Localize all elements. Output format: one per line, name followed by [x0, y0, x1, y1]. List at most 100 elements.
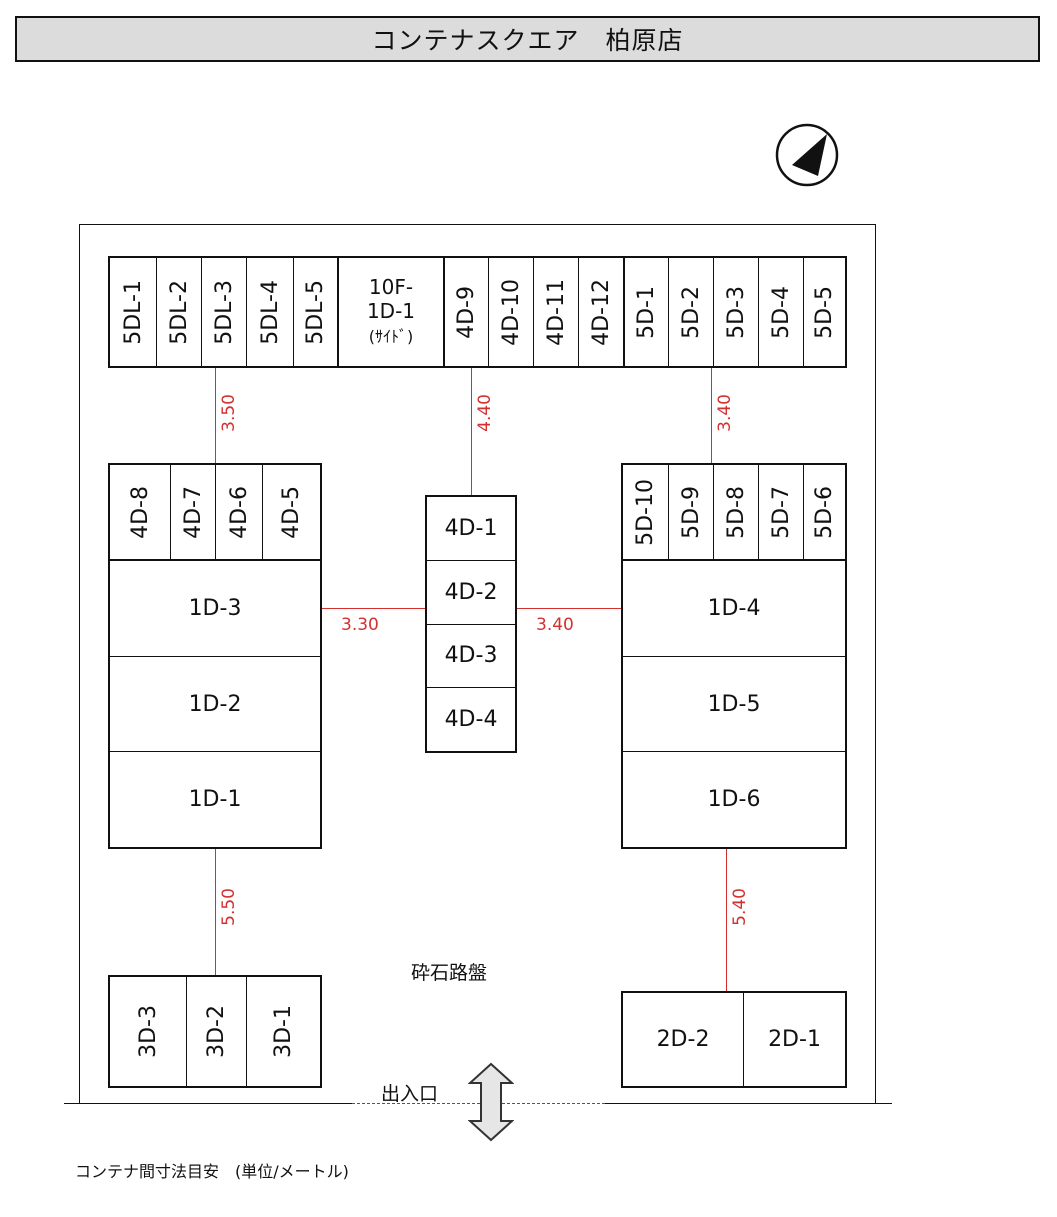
unit-label: 4D-4 — [444, 707, 498, 733]
unit-label: 5DL-2 — [166, 279, 192, 345]
unit-5d-1[interactable]: 5D-1 — [623, 258, 668, 366]
bottom-left-3d-block: 3D-3 3D-2 3D-1 — [108, 975, 322, 1088]
unit-label: 2D-1 — [768, 1027, 821, 1052]
unit-4d-6[interactable]: 4D-6 — [215, 465, 262, 559]
unit-2d-1[interactable]: 2D-1 — [743, 993, 845, 1086]
unit-label: 1D-2 — [188, 691, 242, 717]
dimension-top-right: 3.40 — [715, 394, 735, 432]
unit-1d-3[interactable]: 1D-3 — [110, 561, 320, 656]
unit-5dl-2[interactable]: 5DL-2 — [156, 258, 201, 366]
dimension-line-mid-left — [322, 608, 425, 609]
side-unit-line1: 10F- — [368, 275, 414, 299]
unit-4d-9[interactable]: 4D-9 — [443, 258, 488, 366]
center-4d-block: 4D-1 4D-2 4D-3 4D-4 — [425, 495, 517, 753]
lot-boundary — [79, 224, 876, 1104]
unit-4d-11[interactable]: 4D-11 — [533, 258, 578, 366]
ground-surface-label: 砕石路盤 — [411, 962, 488, 984]
right-top-units-block: 5D-10 5D-9 5D-8 5D-7 5D-6 — [621, 463, 847, 561]
unit-label: 4D-12 — [588, 278, 614, 346]
unit-5dl-1[interactable]: 5DL-1 — [110, 258, 156, 366]
unit-label: 4D-6 — [226, 485, 252, 539]
unit-10f-1d-1-side[interactable]: 10F- 1D-1 (ｻｲﾄﾞ) — [337, 258, 443, 366]
unit-1d-5[interactable]: 1D-5 — [623, 655, 845, 752]
unit-label: 1D-5 — [707, 691, 761, 717]
unit-4d-4[interactable]: 4D-4 — [427, 687, 515, 751]
left-top-units-block: 4D-8 4D-7 4D-6 4D-5 — [108, 463, 322, 561]
north-arrow-icon — [775, 123, 839, 187]
dimension-mid-left: 3.30 — [341, 615, 379, 635]
unit-4d-12[interactable]: 4D-12 — [578, 258, 623, 366]
unit-3d-2[interactable]: 3D-2 — [186, 977, 246, 1086]
side-unit-line3: (ｻｲﾄﾞ) — [368, 327, 414, 346]
unit-5d-9[interactable]: 5D-9 — [668, 465, 713, 559]
unit-label: 5DL-1 — [120, 279, 146, 345]
unit-label: 1D-3 — [188, 595, 242, 621]
unit-label: 5D-7 — [768, 485, 794, 539]
unit-label: 4D-5 — [279, 485, 304, 539]
top-row-block: 5DL-1 5DL-2 5DL-3 5DL-4 5DL-5 10F- 1D-1 … — [108, 256, 847, 368]
unit-3d-1[interactable]: 3D-1 — [246, 977, 320, 1086]
dimension-line-top-right — [711, 368, 712, 464]
unit-4d-7[interactable]: 4D-7 — [170, 465, 215, 559]
dimension-mid-right: 3.40 — [536, 615, 574, 635]
unit-5dl-5[interactable]: 5DL-5 — [293, 258, 337, 366]
unit-label: 3D-3 — [135, 1005, 161, 1058]
unit-5d-7[interactable]: 5D-7 — [758, 465, 803, 559]
unit-label: 4D-8 — [127, 485, 153, 539]
unit-4d-3[interactable]: 4D-3 — [427, 623, 515, 688]
left-1d-block: 1D-3 1D-2 1D-1 — [108, 559, 322, 849]
dimension-top-left: 3.50 — [219, 394, 239, 432]
entrance-gap — [352, 1102, 605, 1106]
page-title: コンテナスクエア 柏原店 — [15, 16, 1040, 62]
unit-label: 5D-3 — [723, 285, 749, 339]
double-arrow-icon — [467, 1062, 515, 1142]
bottom-right-2d-block: 2D-2 2D-1 — [621, 991, 847, 1088]
unit-1d-2[interactable]: 1D-2 — [110, 655, 320, 752]
unit-label: 4D-2 — [444, 579, 498, 605]
dimension-top-center: 4.40 — [475, 394, 495, 432]
title-text: コンテナスクエア 柏原店 — [371, 26, 684, 55]
unit-5d-8[interactable]: 5D-8 — [713, 465, 758, 559]
dimension-line-bottom-left — [215, 849, 216, 976]
unit-5d-6[interactable]: 5D-6 — [803, 465, 845, 559]
dimension-bottom-left: 5.50 — [219, 888, 239, 926]
unit-label: 4D-10 — [498, 278, 524, 346]
unit-label: 4D-1 — [444, 515, 498, 541]
unit-label: 5DL-4 — [257, 279, 283, 345]
side-unit-label: 10F- 1D-1 (ｻｲﾄﾞ) — [367, 275, 415, 349]
entrance-dashed-line — [352, 1103, 605, 1104]
dimension-unit-note: コンテナ間寸法目安 (単位/メートル) — [75, 1162, 349, 1181]
unit-1d-6[interactable]: 1D-6 — [623, 751, 845, 847]
unit-4d-2[interactable]: 4D-2 — [427, 559, 515, 624]
unit-1d-1[interactable]: 1D-1 — [110, 751, 320, 847]
unit-5dl-3[interactable]: 5DL-3 — [201, 258, 246, 366]
unit-4d-1[interactable]: 4D-1 — [427, 497, 515, 560]
unit-label: 5D-4 — [768, 285, 794, 339]
unit-5d-3[interactable]: 5D-3 — [713, 258, 758, 366]
unit-label: 3D-2 — [204, 1005, 229, 1058]
unit-2d-2[interactable]: 2D-2 — [623, 993, 743, 1086]
unit-5dl-4[interactable]: 5DL-4 — [246, 258, 293, 366]
unit-4d-10[interactable]: 4D-10 — [488, 258, 533, 366]
unit-label: 5DL-3 — [211, 279, 237, 345]
unit-label: 4D-11 — [543, 278, 569, 346]
unit-4d-8[interactable]: 4D-8 — [110, 465, 170, 559]
unit-label: 1D-4 — [707, 595, 761, 621]
unit-label: 5D-10 — [633, 478, 658, 546]
unit-label: 5D-2 — [678, 285, 704, 339]
unit-label: 5DL-5 — [303, 279, 328, 345]
unit-4d-5[interactable]: 4D-5 — [262, 465, 320, 559]
unit-5d-5[interactable]: 5D-5 — [803, 258, 845, 366]
entrance-label: 出入口 — [381, 1083, 439, 1105]
unit-5d-10[interactable]: 5D-10 — [623, 465, 668, 559]
unit-label: 1D-1 — [188, 787, 242, 813]
unit-label: 1D-6 — [707, 787, 761, 813]
unit-1d-4[interactable]: 1D-4 — [623, 561, 845, 656]
unit-3d-3[interactable]: 3D-3 — [110, 977, 186, 1086]
dimension-line-bottom-right — [726, 849, 727, 992]
unit-5d-4[interactable]: 5D-4 — [758, 258, 803, 366]
right-1d-block: 1D-4 1D-5 1D-6 — [621, 559, 847, 849]
unit-label: 4D-7 — [180, 485, 206, 539]
unit-5d-2[interactable]: 5D-2 — [668, 258, 713, 366]
unit-label: 5D-1 — [634, 285, 659, 339]
